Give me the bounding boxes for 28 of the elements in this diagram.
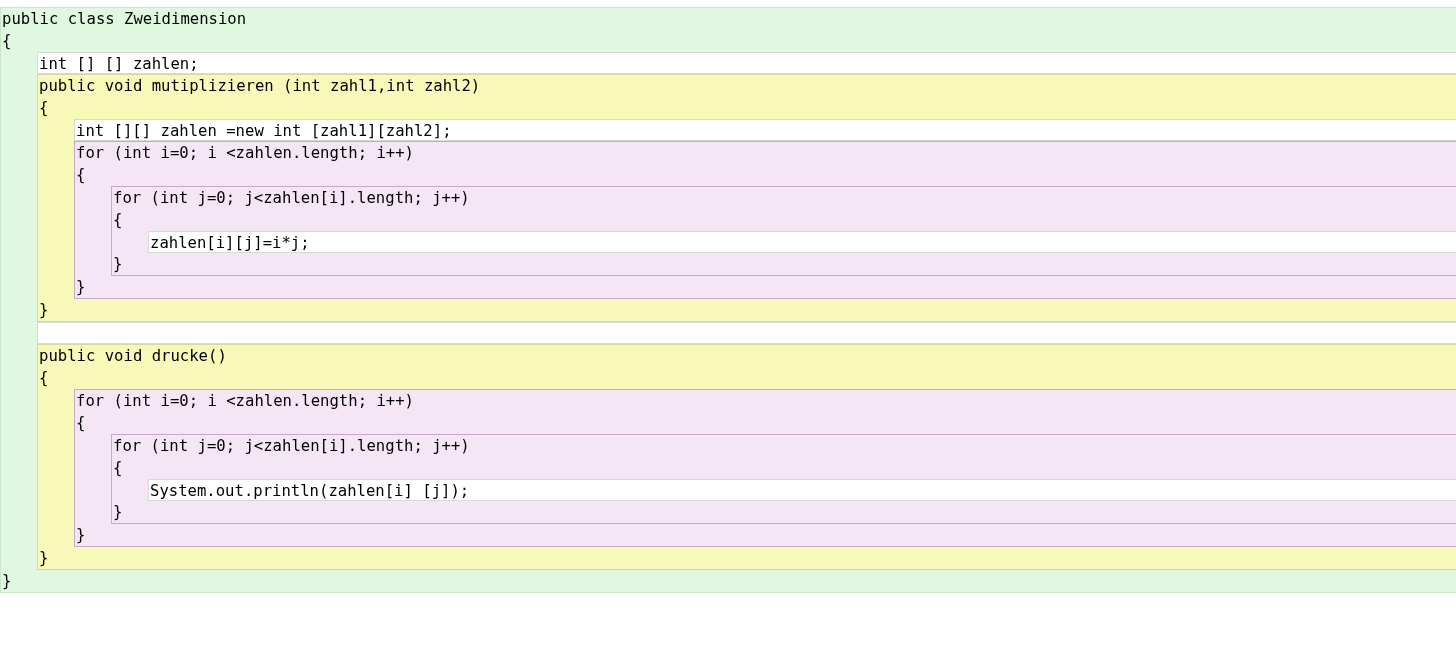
class-scope-block	[0, 7, 1456, 593]
opening-brace: {	[75, 165, 86, 186]
loop-scope-block	[74, 389, 1456, 547]
closing-brace: }	[1, 571, 12, 592]
method-scope-block	[37, 344, 1456, 570]
code-line: public void mutiplizieren (int zahl1,int zahl2)	[38, 76, 481, 97]
opening-brace: {	[38, 98, 49, 119]
loop-scope-block	[111, 434, 1456, 524]
code-line: for (int i=0; i <zahlen.length; i++)	[75, 143, 414, 164]
closing-brace: }	[75, 277, 86, 298]
opening-brace: {	[38, 368, 49, 389]
code-line: for (int i=0; i <zahlen.length; i++)	[75, 391, 414, 412]
opening-brace: {	[112, 458, 123, 479]
closing-brace: }	[112, 502, 123, 523]
loop-scope-block	[111, 186, 1456, 276]
closing-brace: }	[75, 525, 86, 546]
code-line: for (int j=0; j<zahlen[i].length; j++)	[112, 436, 470, 457]
opening-brace: {	[112, 210, 123, 231]
loop-scope-block	[74, 141, 1456, 299]
opening-brace: {	[75, 413, 86, 434]
closing-brace: }	[38, 548, 49, 569]
closing-brace: }	[112, 254, 123, 275]
code-line: for (int j=0; j<zahlen[i].length; j++)	[112, 188, 470, 209]
opening-brace: {	[1, 31, 12, 52]
method-scope-block	[37, 74, 1456, 322]
code-line: public class Zweidimension	[1, 9, 247, 30]
closing-brace: }	[38, 300, 49, 321]
code-line: public void drucke()	[38, 346, 227, 367]
